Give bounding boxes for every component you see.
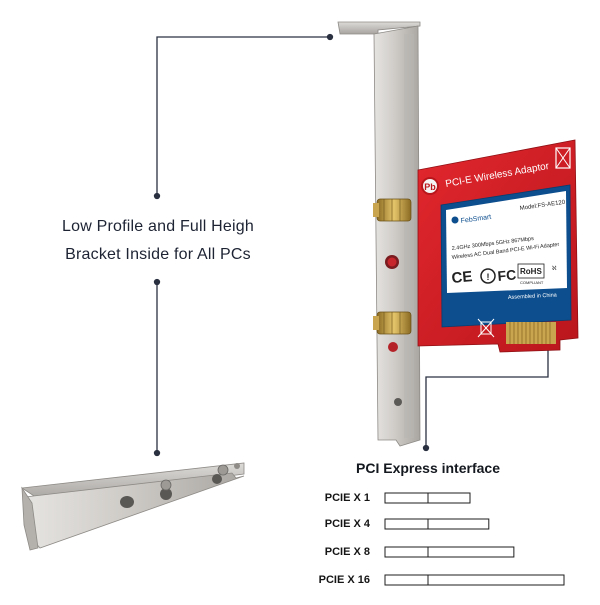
callout-line-1: Low Profile and Full Heigh bbox=[62, 218, 254, 235]
assembled-text: Assembled in China bbox=[508, 292, 558, 301]
slot-label-x1: PCIE X 1 bbox=[324, 492, 370, 504]
callout-line-2: Bracket Inside for All PCs bbox=[65, 246, 251, 263]
pcie-gold-fingers bbox=[506, 322, 556, 344]
pci-connector-line bbox=[422, 336, 552, 452]
rohs-sub: COMPLIANT bbox=[520, 280, 544, 285]
warning-circle-icon bbox=[480, 268, 496, 284]
fc-mark: FC bbox=[497, 266, 517, 284]
slot-bar-8 bbox=[384, 546, 515, 558]
ctick-mark: ℵ bbox=[552, 265, 557, 272]
antenna-connector-bottom bbox=[373, 311, 412, 335]
pci-interface-title: PCI Express interface bbox=[356, 460, 500, 476]
slot-label-x16: PCIE X 16 bbox=[318, 574, 370, 586]
antenna-connector-top bbox=[373, 198, 412, 222]
slot-label-x4: PCIE X 4 bbox=[324, 518, 370, 530]
svg-text:!: ! bbox=[487, 272, 490, 282]
slot-label-x8: PCIE X 8 bbox=[324, 546, 370, 558]
slot-bar-16 bbox=[384, 574, 565, 586]
pci-slot-diagram bbox=[384, 492, 565, 586]
pcie-card: Pb PCI-E Wireless Adaptor FebSmart Model… bbox=[417, 139, 579, 353]
callout-connector bbox=[153, 33, 334, 457]
ce-mark: CE bbox=[451, 268, 473, 287]
full-height-bracket bbox=[337, 21, 421, 447]
pb-free-icon: Pb bbox=[424, 182, 436, 192]
low-profile-bracket bbox=[20, 462, 245, 551]
card-brand: FebSmart bbox=[460, 214, 491, 225]
rohs-mark: RoHS bbox=[520, 267, 542, 276]
weee-bin-icon bbox=[477, 318, 495, 338]
slot-bar-4 bbox=[384, 518, 490, 530]
